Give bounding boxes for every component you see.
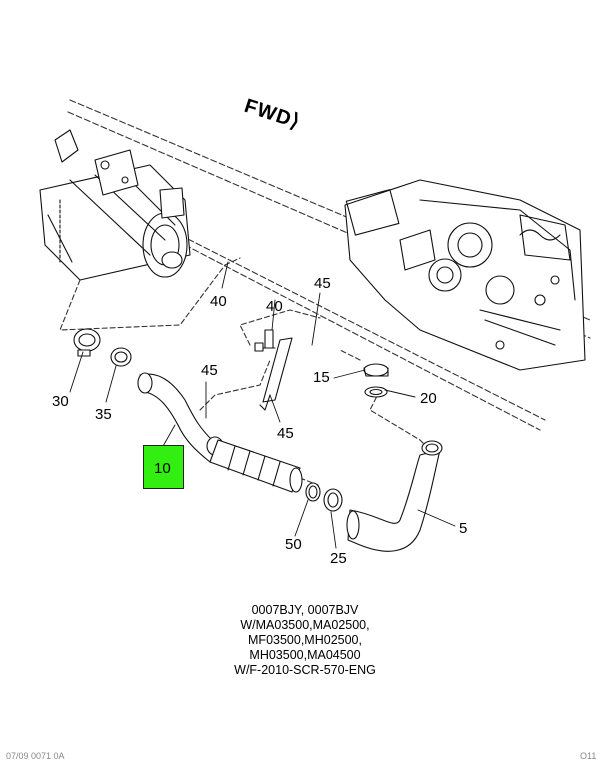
aftertreatment-canister	[39, 129, 191, 281]
caption-line: W/MA03500,MA02500,	[240, 618, 370, 632]
callout-leaders	[69, 261, 456, 549]
callout-35: 35	[95, 406, 112, 423]
clamp-15	[363, 363, 389, 377]
callout-20: 20	[420, 390, 437, 407]
exhaust-pipe-5	[346, 440, 443, 552]
caption-line: 0007BJY, 0007BJV	[251, 603, 359, 617]
callout-10: 10	[154, 460, 171, 477]
flex-pipe	[209, 439, 303, 493]
highlighted-part-callout[interactable]: 10	[143, 445, 184, 489]
caption-line: W/F-2010-SCR-570-ENG	[234, 663, 376, 677]
bracket-45	[259, 337, 293, 411]
callout-50: 50	[285, 536, 302, 553]
applicability-caption: 0007BJY, 0007BJV W/MA03500,MA02500, MF03…	[225, 603, 385, 678]
gasket-35	[110, 347, 132, 367]
callout-45-bracket-top: 45	[314, 275, 331, 292]
engine-block	[344, 179, 586, 371]
callout-25: 25	[330, 550, 347, 567]
callout-45-lower: 45	[277, 425, 294, 442]
caption-line: MF03500,MH02500,	[248, 633, 362, 647]
gasket-20	[364, 386, 388, 398]
clamp-25	[323, 488, 343, 512]
clamp-30	[73, 328, 101, 357]
bolt-40	[254, 329, 276, 352]
callout-40-bolt: 40	[266, 298, 283, 315]
footer-page-code: O11	[580, 751, 597, 761]
footer-reference: 07/09 0071 0A	[6, 751, 65, 761]
callout-40-upper: 40	[210, 293, 227, 310]
caption-line: MH03500,MA04500	[249, 648, 361, 662]
gasket-50	[305, 482, 321, 502]
callout-30: 30	[52, 393, 69, 410]
callout-45-left: 45	[201, 362, 218, 379]
callout-15: 15	[313, 369, 330, 386]
callout-5: 5	[459, 520, 468, 537]
